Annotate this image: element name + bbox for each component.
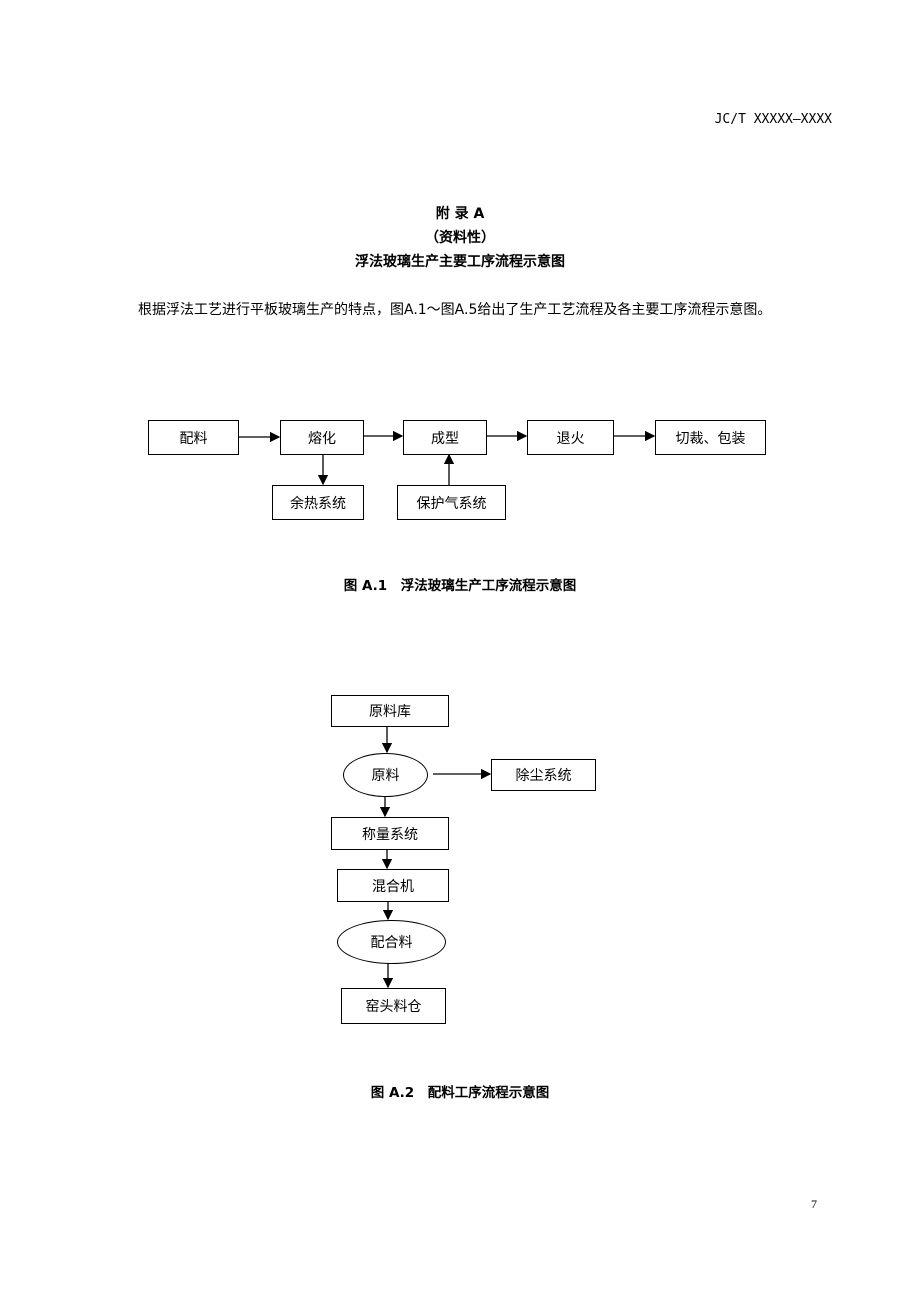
- node-mixer: 混合机: [337, 869, 449, 902]
- node-annealing: 退火: [527, 420, 614, 455]
- intro-paragraph: 根据浮法工艺进行平板玻璃生产的特点，图A.1～图A.5给出了生产工艺流程及各主要…: [138, 302, 772, 318]
- document-code: JC/T XXXXX—XXXX: [714, 112, 832, 127]
- appendix-title: 附 录 A: [435, 206, 485, 222]
- node-raw-material-store: 原料库: [331, 695, 449, 727]
- page-number: 7: [811, 1197, 817, 1211]
- node-batch: 配合料: [337, 920, 446, 964]
- appendix-nature: （资料性）: [425, 230, 495, 246]
- node-kiln-silo: 窑头料仓: [341, 988, 446, 1024]
- node-batching: 配料: [148, 420, 239, 455]
- figure2-caption: 图 A.2 配料工序流程示意图: [370, 1085, 550, 1101]
- node-protective-gas: 保护气系统: [397, 485, 506, 520]
- node-forming: 成型: [403, 420, 487, 455]
- node-cutting-packing: 切裁、包装: [655, 420, 766, 455]
- node-waste-heat: 余热系统: [272, 485, 364, 520]
- node-raw-material: 原料: [343, 753, 428, 797]
- figure1-caption: 图 A.1 浮法玻璃生产工序流程示意图: [343, 578, 577, 594]
- node-dust-removal: 除尘系统: [491, 759, 596, 791]
- node-weighing: 称量系统: [331, 817, 449, 850]
- appendix-subtitle: 浮法玻璃生产主要工序流程示意图: [355, 254, 565, 270]
- node-melting: 熔化: [280, 420, 364, 455]
